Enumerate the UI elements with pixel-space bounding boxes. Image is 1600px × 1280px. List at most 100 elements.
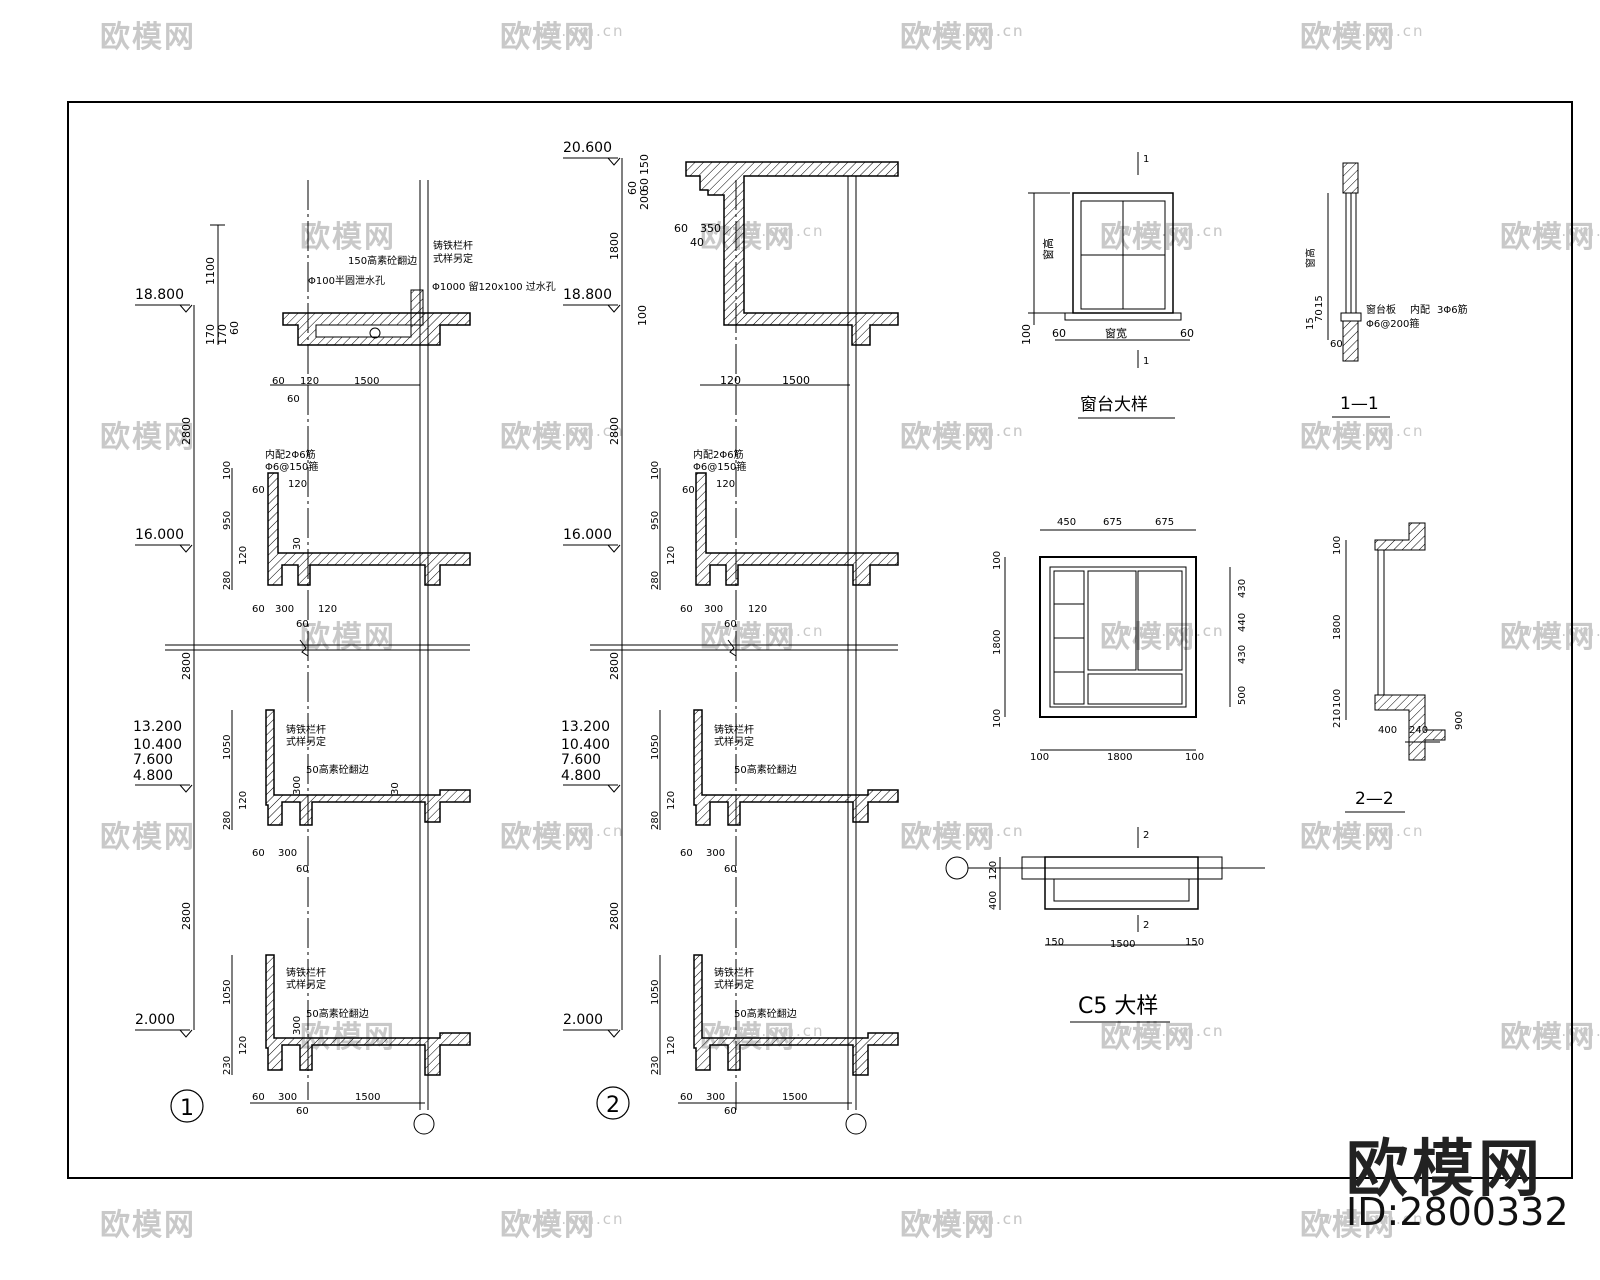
dim: 60 [1330,339,1343,350]
dim: 150 [1045,937,1064,948]
section-2-2: 100 1800 100 210 400 240 900 2—2 [1332,522,1465,813]
section-2-label: 2 [606,1093,620,1118]
dim: 60 [272,376,285,387]
sill-board-note: 窗台板 [1366,303,1396,316]
dim: 120 [666,546,677,565]
dim: 120 [318,604,337,615]
curb-note: 50高素砼翻边 [734,1007,797,1020]
elevation-16000: 16.000 [135,527,184,543]
dim: 170 [216,324,229,345]
c5-window-elevation: 450 675 675 100 1800 100 430 440 430 500… [992,517,1248,763]
rebar-note: Φ6@150箍 [265,460,318,473]
elevation-10400: 10.400 [561,737,610,753]
storey-height: 2800 [180,652,193,680]
storey-height: 2800 [608,902,621,930]
dim: 1500 [1110,939,1135,950]
dim: 280 [222,571,233,590]
dim: 300 [292,776,303,795]
dim: 60 [682,485,695,496]
dim: 30 [292,537,303,550]
dim: 280 [650,811,661,830]
elevation-2000: 2.000 [563,1012,603,1028]
dim: 60 [1052,327,1066,340]
rail-note: 铸铁栏杆 [433,239,473,252]
dim: 1500 [354,376,379,387]
dim: 120 [238,791,249,810]
dim: 430 [1237,645,1248,664]
dim: 120 [716,479,735,490]
dim: 500 [1237,686,1248,705]
cut-mark: 1 [1143,356,1149,367]
elevation-marks-s1: 18.800 16.000 13.200 10.400 7.600 4.800 … [133,287,193,1038]
dim: 950 [650,511,661,530]
dim: 100 [222,461,233,480]
elevation-2000: 2.000 [135,1012,175,1028]
dim: 240 [1409,725,1428,736]
parapet-height: 1100 [204,257,217,285]
dim: 950 [222,511,233,530]
rail-note: 铸铁栏杆 [714,723,754,736]
dim: 450 [1057,517,1076,528]
dim: 230 [222,1056,233,1075]
dim: 100 [1185,752,1204,763]
dim: 400 [988,891,999,910]
dim: 100 [1030,752,1049,763]
dim: 150 [638,154,651,175]
dim: 15 [1314,295,1325,308]
dim: 60 [252,485,265,496]
elevation-7600: 7.600 [133,752,173,768]
storey-height: 2800 [608,417,621,445]
rebar-note: Φ6@150箍 [693,460,746,473]
dim: 280 [222,811,233,830]
drawing-sheet-border [67,101,1573,1179]
section-2-marker [596,1086,630,1120]
dim: 100 [1332,536,1343,555]
dim: 170 [204,324,217,345]
rail-note: 式样另定 [286,735,326,748]
dim: 430 [1237,579,1248,598]
curb-note: 50高素砼翻边 [306,763,369,776]
dim: 100 [1332,689,1343,708]
dim: 300 [706,1092,725,1103]
sill-detail-title: 窗台大样 [1080,395,1148,415]
dim: 60 [296,619,309,630]
elevation-20600: 20.600 [563,140,612,156]
storey-height: 2800 [180,902,193,930]
drawing-id-label: ID:2800332 [1346,1190,1569,1234]
storey-height: 2800 [180,417,193,445]
dim: 280 [650,571,661,590]
sill-detail: 1 1 窗高 窗宽 100 60 60 窗台大样 [1020,152,1194,419]
section-1: 18.800 16.000 13.200 10.400 7.600 4.800 … [133,180,556,1135]
dim: 1800 [992,630,1003,655]
dim: 60 [724,864,737,875]
window-height-label: 窗高 [1304,248,1317,268]
dim: 60 [296,864,309,875]
dim: 60 [252,604,265,615]
rail-note: 式样另定 [714,735,754,748]
sill-board-note: 3Φ6筋 [1437,303,1468,316]
elevation-13200: 13.200 [561,719,610,735]
dim: 1800 [1332,615,1343,640]
drain-note: Φ100半圆泄水孔 [308,274,385,287]
curb-note: 150高素砼翻边 [348,254,417,267]
dim: 1800 [608,232,621,260]
dim: 1050 [650,735,661,760]
dim: 60 [680,1092,693,1103]
window-width-label: 窗宽 [1105,326,1127,340]
dim: 120 [238,546,249,565]
storey-height: 2800 [608,652,621,680]
dim: 60 [680,604,693,615]
dim: 300 [278,848,297,859]
elevation-4800: 4.800 [561,768,601,784]
dim: 60 [724,619,737,630]
dim: 675 [1103,517,1122,528]
dim: 100 [1020,324,1033,345]
dim: 120 [288,479,307,490]
dim: 70 [1314,309,1325,322]
cut-mark: 2 [1143,830,1149,841]
dim: 100 [992,551,1003,570]
dim: 1500 [782,1092,807,1103]
dim: 210 [1332,709,1343,728]
dim: 1050 [650,980,661,1005]
dim: 60 [228,321,241,335]
